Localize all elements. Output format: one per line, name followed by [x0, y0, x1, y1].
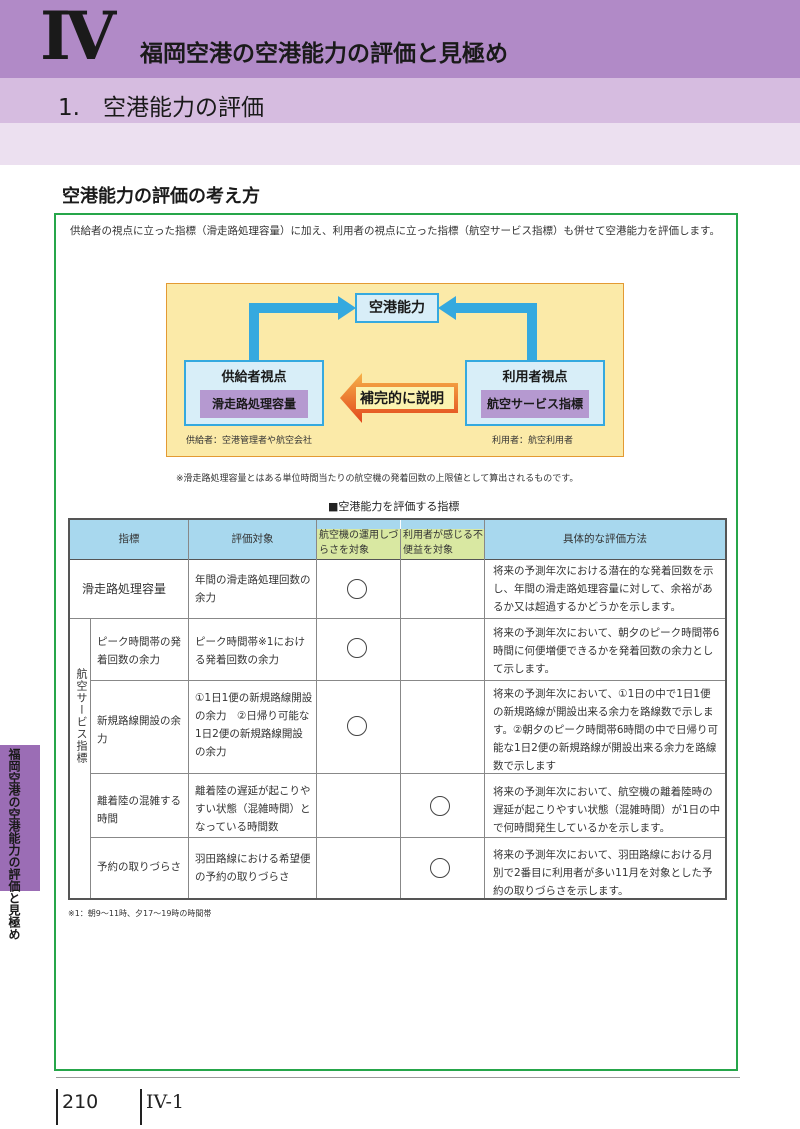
- content-frame: [54, 213, 738, 1071]
- complement-arrow-label: 補完的に説明: [360, 391, 444, 407]
- section-title: 1. 空港能力の評価: [58, 95, 264, 121]
- header-indicator: 指標: [118, 533, 140, 545]
- row-indicator: 新規路線開設の余力: [97, 715, 181, 745]
- grid-line: [484, 520, 485, 898]
- check-circle-mark: [347, 638, 367, 658]
- footer-divider: [140, 1089, 142, 1125]
- header-cell-col-a: [317, 529, 400, 559]
- grid-line: [70, 618, 725, 619]
- row-indicator: ピーク時間帯の発着回数の余力: [97, 636, 181, 666]
- grid-line: [90, 773, 725, 774]
- chapter-number: IV: [40, 0, 116, 75]
- row-method: 将来の予測年次において、羽田路線における月別で2番目に利用者が多い11月を対象と…: [493, 849, 713, 897]
- right-connector-vertical: [527, 306, 537, 362]
- row-target: ピーク時間帯※1における発着回数の余力: [195, 636, 305, 666]
- header-cell-col-b: [401, 529, 484, 559]
- left-connector-arrowhead: [338, 296, 356, 320]
- header-col-a: 航空機の運用しづらさを対象: [319, 530, 399, 556]
- chapter-title: 福岡空港の空港能力の評価と見極め: [140, 41, 508, 67]
- chapter-header-band: [0, 0, 800, 78]
- header-cell-target: [189, 520, 316, 559]
- header-cell-method: [485, 520, 725, 559]
- row-indicator: 予約の取りづらさ: [97, 861, 181, 873]
- header-col-b: 利用者が感じる不便益を対象: [403, 530, 483, 556]
- supplier-caption: 供給者：空港管理者や航空会社: [186, 436, 313, 446]
- user-view-box: 利用者視点 航空サービス指標: [465, 360, 605, 426]
- right-connector-horizontal: [450, 303, 537, 313]
- user-view-title: 利用者視点: [502, 370, 568, 385]
- user-caption: 利用者：航空利用者: [492, 436, 574, 446]
- indicator-table: [68, 518, 727, 900]
- grid-line: [90, 680, 725, 681]
- header-cell-indicator: [70, 520, 188, 559]
- runway-capacity-label: 滑走路処理容量: [200, 390, 308, 418]
- intro-paragraph: 供給者の視点に立った指標（滑走路処理容量）に加え、利用者の視点に立った指標（航空…: [70, 225, 720, 237]
- header-cell-col-a-top: [317, 520, 400, 529]
- left-connector-vertical: [249, 306, 259, 362]
- row-target: 離着陸の遅延が起こりやすい状態（混雑時間）となっている時間数: [195, 785, 311, 833]
- table-footnote: ※1：朝9〜11時、夕17〜19時の時間帯: [68, 909, 212, 918]
- left-connector-horizontal: [249, 303, 345, 313]
- check-circle-mark: [347, 579, 367, 599]
- air-service-group-label: 航空サービス指標: [75, 668, 88, 764]
- table-title: ■空港能力を評価する指標: [328, 500, 460, 513]
- chapter-side-tab-label: 福岡空港の空港能力の評価と見極め: [7, 748, 21, 940]
- supplier-view-title: 供給者視点: [221, 370, 287, 385]
- row-indicator: 滑走路処理容量: [82, 582, 167, 596]
- grid-line: [90, 619, 91, 898]
- header-target: 評価対象: [231, 533, 274, 545]
- grid-line: [90, 837, 725, 838]
- subsection-title: 空港能力の評価の考え方: [62, 186, 260, 207]
- row-method: 将来の予測年次において、航空機の離着陸時の遅延が起こりやすい状態（混雑時間）が1…: [493, 786, 721, 834]
- header-method: 具体的な評価方法: [563, 533, 647, 545]
- grid-line: [316, 520, 317, 898]
- grid-line: [400, 529, 401, 898]
- air-service-indicator-label: 航空サービス指標: [481, 390, 589, 418]
- grid-line: [70, 559, 725, 560]
- chapter-side-tab: [0, 745, 40, 891]
- page-number: 210: [62, 1091, 99, 1113]
- complement-arrow: [340, 373, 458, 423]
- right-connector-arrowhead: [438, 296, 456, 320]
- check-circle-mark: [430, 858, 450, 878]
- airport-capacity-box: 空港能力: [355, 293, 439, 323]
- grid-line: [188, 520, 189, 898]
- row-method: 将来の予測年次において、朝夕のピーク時間帯6時間に何便増便できるかを発着回数の余…: [493, 627, 720, 675]
- row-target: ①1日1便の新規路線開設の余力 ②日帰り可能な1日2便の新規路線開設の余力: [195, 692, 313, 758]
- section-header-band: [0, 78, 800, 123]
- check-circle-mark: [430, 796, 450, 816]
- row-target: 年間の滑走路処理回数の余力: [195, 574, 311, 604]
- header-bottom-band: [0, 123, 800, 165]
- footer-divider: [56, 1089, 58, 1125]
- row-method: 将来の予測年次における潜在的な発着回数を示し、年間の滑走路処理容量に対して、余裕…: [493, 565, 714, 613]
- section-code: IV-1: [146, 1091, 184, 1113]
- header-cell-col-b-top: [401, 520, 484, 529]
- row-target: 羽田路線における希望便の予約の取りづらさ: [195, 853, 311, 883]
- capacity-note: ※滑走路処理容量とはある単位時間当たりの航空機の発着回数の上限値として算出される…: [176, 474, 579, 484]
- check-circle-mark: [347, 716, 367, 736]
- footer-rule: [56, 1077, 740, 1078]
- row-method: 将来の予測年次において、①1日の中で1日1便の新規路線が開設出来る余力を路線数で…: [493, 688, 719, 772]
- row-indicator: 離着陸の混雑する時間: [97, 795, 181, 825]
- supplier-view-box: 供給者視点 滑走路処理容量: [184, 360, 324, 426]
